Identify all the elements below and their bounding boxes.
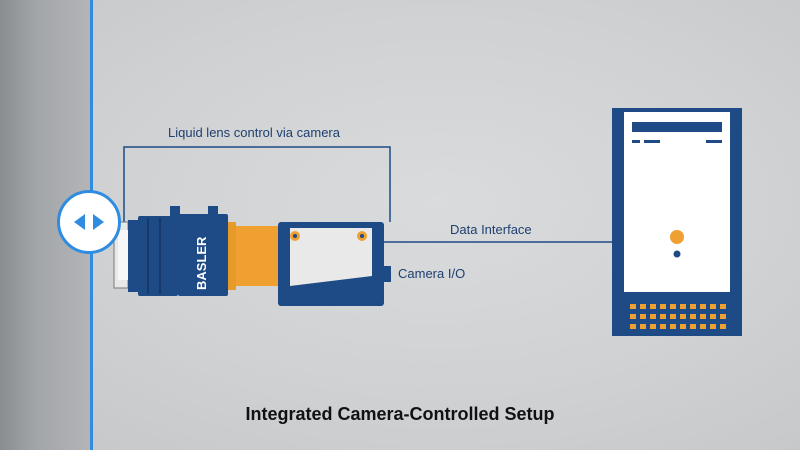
chevron-left-icon [74,214,85,230]
diagram-caption: Integrated Camera-Controlled Setup [245,404,555,424]
lens-brand-text: BASLER [194,236,209,290]
computer-tower [612,108,742,336]
camera [278,222,391,306]
chevron-right-icon [93,214,104,230]
comparison-slider-handle[interactable] [57,190,121,254]
data-interface-label: Data Interface [450,222,532,237]
power-button [670,230,684,244]
lens-control-label: Liquid lens control via camera [168,125,340,140]
lens-control-line [123,146,391,222]
liquid-lens: BASLER [113,206,278,296]
camera-io-label: Camera I/O [398,266,466,281]
vent-grille [630,304,726,329]
